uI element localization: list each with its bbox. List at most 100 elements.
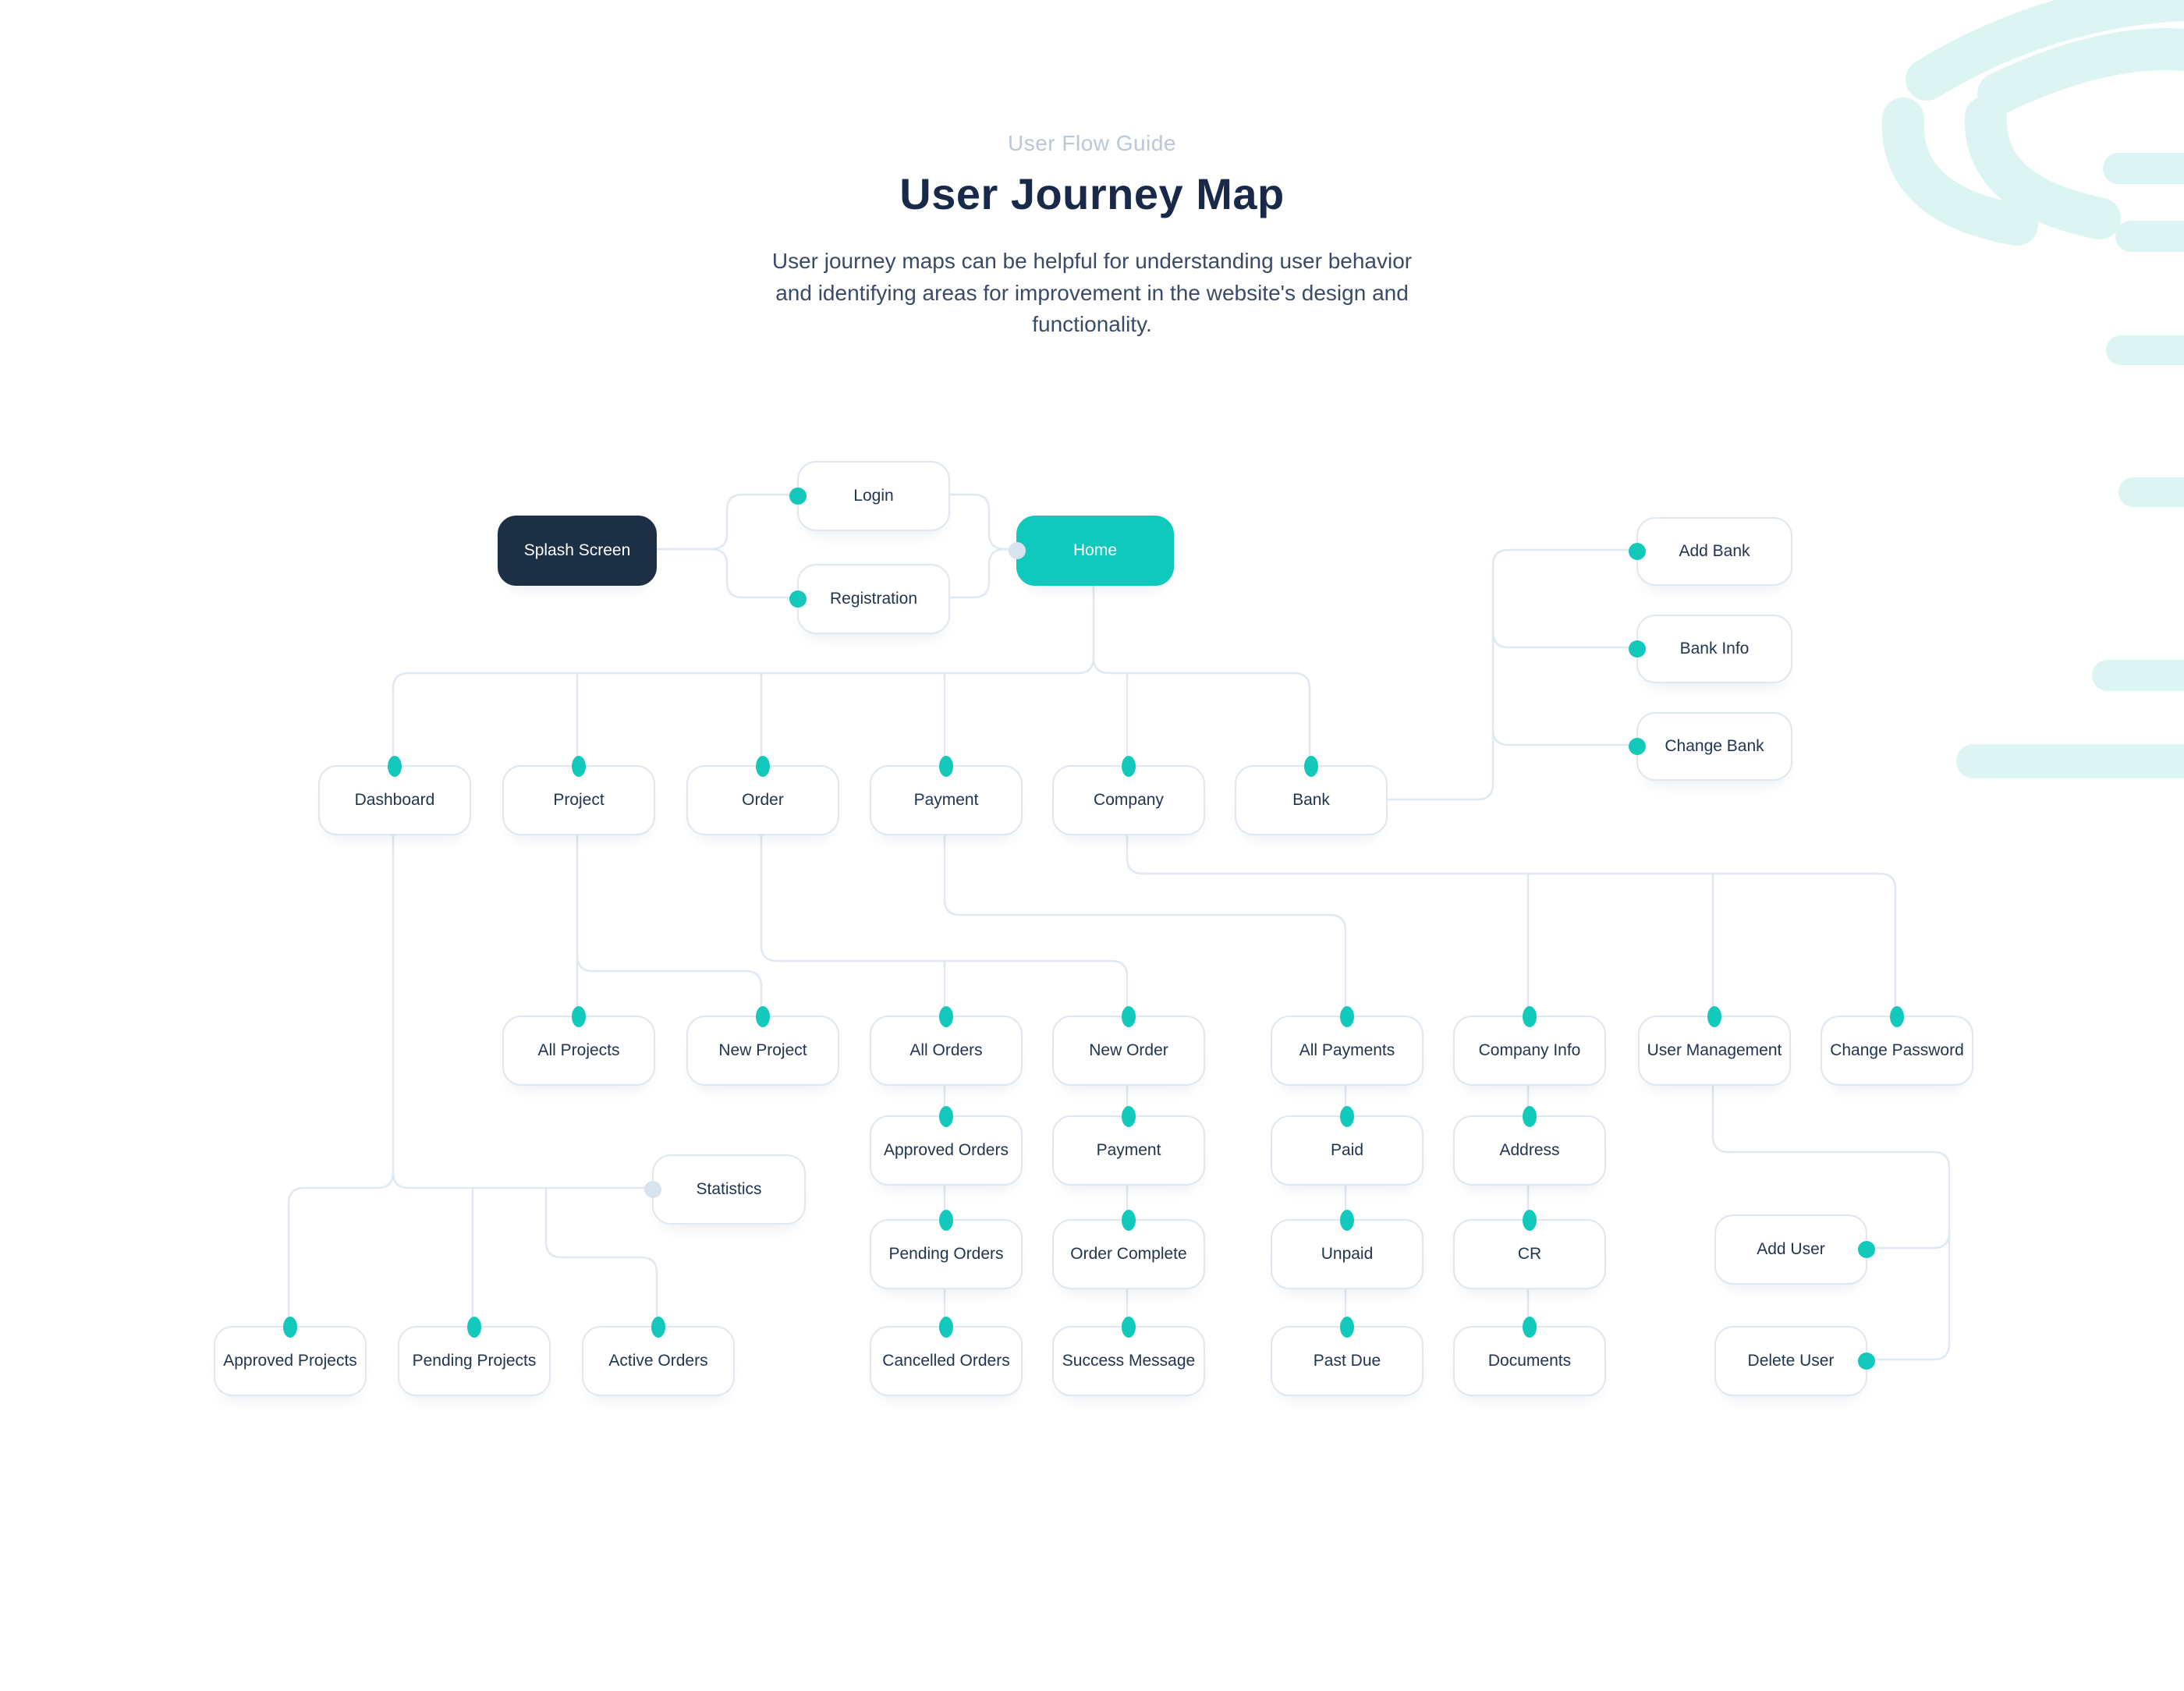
node-label: Active Orders: [608, 1352, 708, 1370]
node-label: All Orders: [909, 1041, 983, 1059]
connector-top-dot: [1523, 1317, 1537, 1338]
decorative-swoosh: [1881, 0, 2184, 246]
connector-left-dot: [644, 1181, 661, 1198]
node-registration: Registration: [789, 564, 950, 634]
node-all-payments: All Payments: [1271, 1006, 1424, 1086]
connector-top-dot: [283, 1317, 297, 1338]
connector-top-dot: [756, 1006, 770, 1027]
connector-top-dot: [1122, 1106, 1136, 1127]
node-new-order: New Order: [1052, 1006, 1205, 1086]
node-cr: CR: [1453, 1210, 1606, 1289]
node-success-message: Success Message: [1052, 1317, 1205, 1396]
title-block: User Flow Guide User Journey Map User jo…: [0, 131, 2184, 341]
connector-right-dot: [1858, 1241, 1875, 1258]
node-cancelled-orders: Cancelled Orders: [870, 1317, 1023, 1396]
node-label: User Management: [1647, 1041, 1782, 1059]
connector-top-dot: [1122, 1210, 1136, 1231]
node-label: Unpaid: [1321, 1245, 1374, 1263]
node-address: Address: [1453, 1106, 1606, 1186]
node-label: Paid: [1330, 1141, 1364, 1159]
connector-top-dot: [467, 1317, 481, 1338]
node-paid: Paid: [1271, 1106, 1424, 1186]
connector-top-dot: [939, 756, 953, 777]
node-label: Bank Info: [1679, 640, 1750, 658]
node-active-orders: Active Orders: [582, 1317, 735, 1396]
node-payment: Payment: [870, 756, 1023, 835]
node-home: Home: [1009, 516, 1174, 586]
connector-top-dot: [756, 756, 770, 777]
node-label: Company: [1094, 791, 1164, 809]
node-pending-projects: Pending Projects: [398, 1317, 551, 1396]
node-label: New Project: [718, 1041, 807, 1059]
node-label: Success Message: [1062, 1352, 1196, 1370]
node-label: Home: [1072, 541, 1118, 559]
connector-top-dot: [572, 1006, 586, 1027]
page-description: User journey maps can be helpful for und…: [771, 249, 1413, 337]
flow-connectors: [287, 493, 1951, 1361]
connector-top-dot: [1122, 756, 1136, 777]
eyebrow-label: User Flow Guide: [1007, 131, 1176, 155]
node-label: Add Bank: [1679, 542, 1750, 560]
connector-left-dot: [1629, 738, 1646, 755]
node-bank-info: Bank Info: [1629, 615, 1792, 683]
node-label: Statistics: [696, 1180, 762, 1198]
node-all-orders: All Orders: [870, 1006, 1023, 1086]
node-label: New Order: [1089, 1041, 1168, 1059]
connector-top-dot: [572, 756, 586, 777]
node-all-projects: All Projects: [502, 1006, 655, 1086]
node-order-complete: Order Complete: [1052, 1210, 1205, 1289]
node-company: Company: [1052, 756, 1205, 835]
node-label: All Payments: [1299, 1041, 1395, 1059]
connector-top-dot: [939, 1210, 953, 1231]
node-label: Delete User: [1747, 1352, 1835, 1370]
node-pending-orders: Pending Orders: [870, 1210, 1023, 1289]
node-bank: Bank: [1235, 756, 1388, 835]
connector-left-dot: [1629, 640, 1646, 658]
node-label: Company Info: [1478, 1041, 1581, 1059]
connector-top-dot: [1523, 1006, 1537, 1027]
node-label: Add User: [1757, 1240, 1825, 1258]
node-add-user: Add User: [1714, 1214, 1875, 1285]
node-company-info: Company Info: [1453, 1006, 1606, 1086]
page-title: User Journey Map: [899, 169, 1285, 218]
node-label: Payment: [1096, 1141, 1161, 1159]
node-label: Pending Projects: [412, 1352, 537, 1370]
connector-left-dot: [1629, 543, 1646, 560]
decorative-bars: [1956, 153, 2184, 778]
node-label: Change Password: [1830, 1041, 1964, 1059]
node-label: Order Complete: [1070, 1245, 1187, 1263]
node-delete-user: Delete User: [1714, 1326, 1875, 1396]
node-label: All Projects: [537, 1041, 620, 1059]
node-label: Change Bank: [1665, 737, 1764, 755]
node-label: Dashboard: [354, 791, 435, 809]
connector-right-dot: [1858, 1352, 1875, 1370]
connector-top-dot: [1304, 756, 1318, 777]
node-approved-projects: Approved Projects: [214, 1317, 367, 1396]
connector-top-dot: [1523, 1106, 1537, 1127]
connector-top-dot: [1340, 1006, 1354, 1027]
node-user-management: User Management: [1638, 1006, 1791, 1086]
connector-top-dot: [939, 1317, 953, 1338]
node-label: Splash Screen: [523, 541, 631, 559]
connector-left-dot: [789, 487, 807, 505]
connector-top-dot: [388, 756, 402, 777]
connector-top-dot: [939, 1106, 953, 1127]
node-dashboard: Dashboard: [318, 756, 471, 835]
node-label: Approved Orders: [884, 1141, 1009, 1159]
node-documents: Documents: [1453, 1317, 1606, 1396]
node-login: Login: [789, 461, 950, 531]
node-label: Pending Orders: [888, 1245, 1004, 1263]
node-change-bank: Change Bank: [1629, 712, 1792, 781]
node-label: Bank: [1292, 791, 1330, 809]
node-statistics: Statistics: [644, 1154, 806, 1225]
node-label: Payment: [913, 791, 979, 809]
node-new-project: New Project: [686, 1006, 839, 1086]
node-payment-sub: Payment: [1052, 1106, 1205, 1186]
connector-top-dot: [1523, 1210, 1537, 1231]
connector-top-dot: [1340, 1317, 1354, 1338]
node-label: Address: [1499, 1141, 1560, 1159]
node-order: Order: [686, 756, 839, 835]
connector-left-dot: [1009, 542, 1026, 559]
